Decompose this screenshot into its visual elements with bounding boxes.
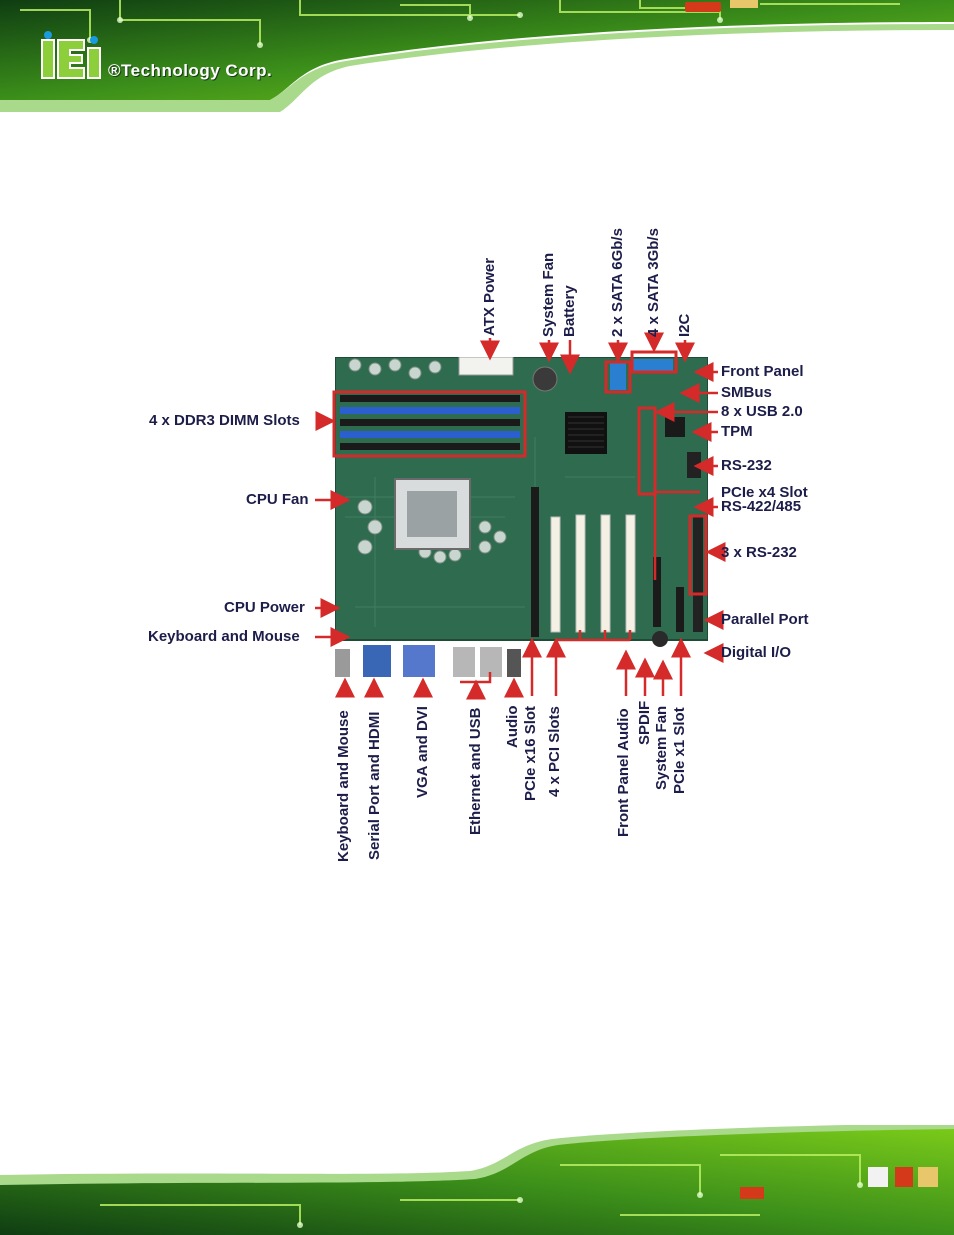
page-footer: [0, 1125, 954, 1235]
company-name: ®Technology Corp.: [108, 61, 273, 80]
label-keyboard-mouse-rear: Keyboard and Mouse: [335, 710, 352, 862]
label-serial-port-hdmi: Serial Port and HDMI: [366, 711, 383, 860]
label-pcie-x4-slot: PCIe x4 Slot: [721, 484, 808, 501]
label-cpu-fan: CPU Fan: [246, 491, 309, 508]
label-battery: Battery: [561, 285, 578, 337]
label-front-panel: Front Panel: [721, 363, 804, 380]
label-system-fan-bottom: System Fan: [653, 705, 670, 790]
label-3x-rs232: 3 x RS-232: [721, 544, 797, 561]
page-header: ®Technology Corp.: [0, 0, 954, 115]
label-rs422-485: RS-422/485: [721, 498, 802, 515]
label-4x-pci-slots: 4 x PCI Slots: [546, 706, 563, 797]
label-i2c: I2C: [676, 313, 693, 337]
label-usb-2: 8 x USB 2.0: [721, 403, 803, 420]
label-parallel-port: Parallel Port: [721, 611, 809, 628]
label-digital-io: Digital I/O: [721, 644, 792, 661]
label-spdif: SPDIF: [636, 700, 653, 745]
motherboard-image: [335, 357, 708, 677]
label-sata-6gbs: 2 x SATA 6Gb/s: [609, 228, 626, 337]
label-smbus: SMBus: [721, 384, 772, 401]
circuit-board-banner: [0, 0, 954, 112]
label-ddr3-dimm-slots: 4 x DDR3 DIMM Slots: [149, 412, 300, 429]
label-system-fan-top: System Fan: [540, 252, 557, 337]
label-vga-dvi: VGA and DVI: [414, 706, 431, 798]
label-rs232: RS-232: [721, 457, 772, 474]
label-cpu-power: CPU Power: [224, 599, 305, 616]
label-ethernet-usb: Ethernet and USB: [467, 707, 484, 835]
label-keyboard-mouse-header: Keyboard and Mouse: [148, 628, 300, 645]
label-tpm: TPM: [721, 423, 753, 440]
label-pcie-x16-slot: PCIe x16 Slot: [522, 705, 539, 801]
label-sata-3gbs: 4 x SATA 3Gb/s: [645, 228, 662, 337]
label-pcie-x1-slot: PCIe x1 Slot: [671, 707, 688, 794]
label-audio: Audio: [504, 705, 521, 749]
circuit-board-footer: [0, 1125, 954, 1235]
label-atx-power: ATX Power: [481, 257, 498, 336]
label-front-panel-audio: Front Panel Audio: [615, 708, 632, 837]
